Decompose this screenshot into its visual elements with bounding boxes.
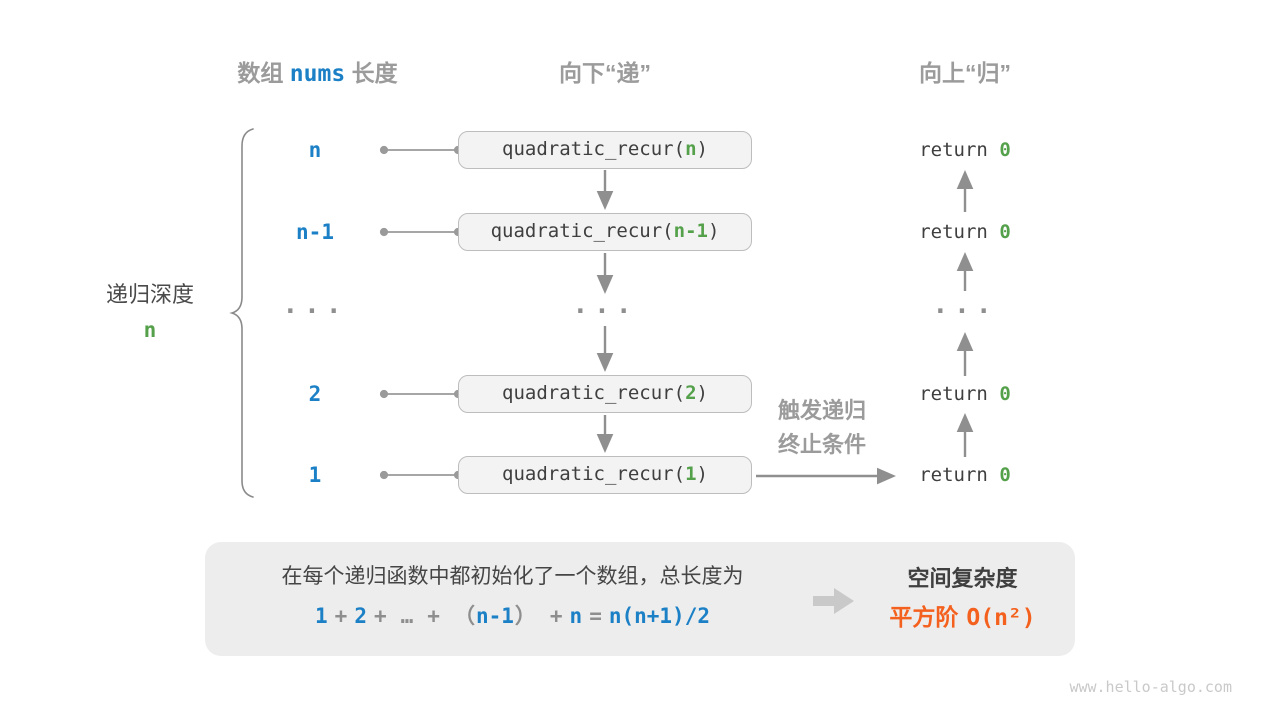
depth-number-2: 2 [308, 382, 322, 406]
complexity-title: 空间复杂度 [907, 566, 1018, 591]
call-prefix: quadratic_recur( [502, 138, 686, 160]
formula-paren: （ [453, 604, 475, 628]
return-keyword: return [919, 464, 988, 486]
depth-ellipsis: ... [282, 290, 348, 320]
call-prefix: quadratic_recur( [502, 463, 686, 485]
recursion-depth-value: n [143, 318, 157, 342]
order-label: 平方阶 [889, 604, 959, 630]
return-ellipsis: ... [932, 290, 998, 320]
base-case-label-line1: 触发递归 [777, 398, 866, 423]
formula-paren: ） [514, 604, 536, 628]
call-suffix: ) [696, 138, 708, 160]
return-keyword: return [919, 383, 988, 405]
return-statement: return 0 [880, 218, 1050, 246]
formula-op: + [334, 604, 348, 628]
header-upward-return: 向上“归” [919, 60, 1011, 86]
return-value: 0 [999, 221, 1011, 243]
base-case-label-line2: 终止条件 [777, 432, 866, 457]
return-keyword: return [919, 139, 988, 161]
watermark: www.hello-algo.com [1069, 678, 1232, 696]
return-statement: return 0 [880, 461, 1050, 489]
call-arg: n [685, 138, 697, 160]
formula-term: n-1 [475, 604, 514, 628]
depth-number-1: 1 [308, 463, 322, 487]
call-box-2: quadratic_recur(2) [458, 375, 752, 413]
formula-term: n [569, 604, 583, 628]
formula-op: + [427, 604, 440, 628]
header-nums-var: nums [289, 61, 346, 87]
return-statement: return 0 [880, 136, 1050, 164]
formula-term: 1 [315, 604, 328, 628]
formula-op: = [589, 604, 602, 628]
depth-brace [229, 128, 254, 498]
formula-term: 2 [354, 604, 367, 628]
block-arrow-icon [813, 588, 854, 614]
formula-op: + [549, 604, 563, 628]
row-connectors [379, 145, 463, 480]
return-value: 0 [999, 383, 1011, 405]
summary-formula: 1+2+…+（n-1）+n=n(n+1)/2 [230, 601, 795, 631]
call-box-n-1: quadratic_recur(n-1) [458, 213, 752, 251]
header-array-prefix: 数组 [237, 60, 284, 86]
depth-number-n-1: n-1 [296, 220, 334, 244]
call-suffix: ) [696, 463, 708, 485]
call-suffix: ) [696, 382, 708, 404]
formula-result: n(n+1)/2 [608, 604, 710, 628]
call-prefix: quadratic_recur( [502, 382, 686, 404]
summary-text: 在每个递归函数中都初始化了一个数组，总长度为 [281, 565, 744, 588]
return-keyword: return [919, 221, 988, 243]
return-value: 0 [999, 139, 1011, 161]
formula-ellipsis: … [400, 604, 414, 628]
call-prefix: quadratic_recur( [490, 220, 674, 242]
recursion-depth-label: 递归深度 [105, 282, 194, 307]
call-ellipsis: ... [572, 290, 638, 320]
call-box-n: quadratic_recur(n) [458, 131, 752, 169]
call-box-1: quadratic_recur(1) [458, 456, 752, 494]
header-downward-recurse: 向下“递” [559, 60, 651, 86]
return-value: 0 [999, 464, 1011, 486]
return-statement: return 0 [880, 380, 1050, 408]
order-notation: O(n²) [966, 605, 1036, 631]
header-array-length: 数组 nums 长度 [205, 59, 430, 87]
summary-box: 在每个递归函数中都初始化了一个数组，总长度为 1+2+…+（n-1）+n=n(n… [205, 542, 1075, 656]
header-array-suffix: 长度 [351, 60, 398, 86]
call-arg: 2 [685, 382, 697, 404]
depth-number-n: n [308, 138, 322, 162]
call-arg: 1 [685, 463, 697, 485]
formula-op: + [373, 604, 387, 628]
call-suffix: ) [707, 220, 720, 242]
call-arg: n-1 [673, 220, 708, 242]
complexity-order: 平方阶 O(n²) [855, 602, 1070, 632]
